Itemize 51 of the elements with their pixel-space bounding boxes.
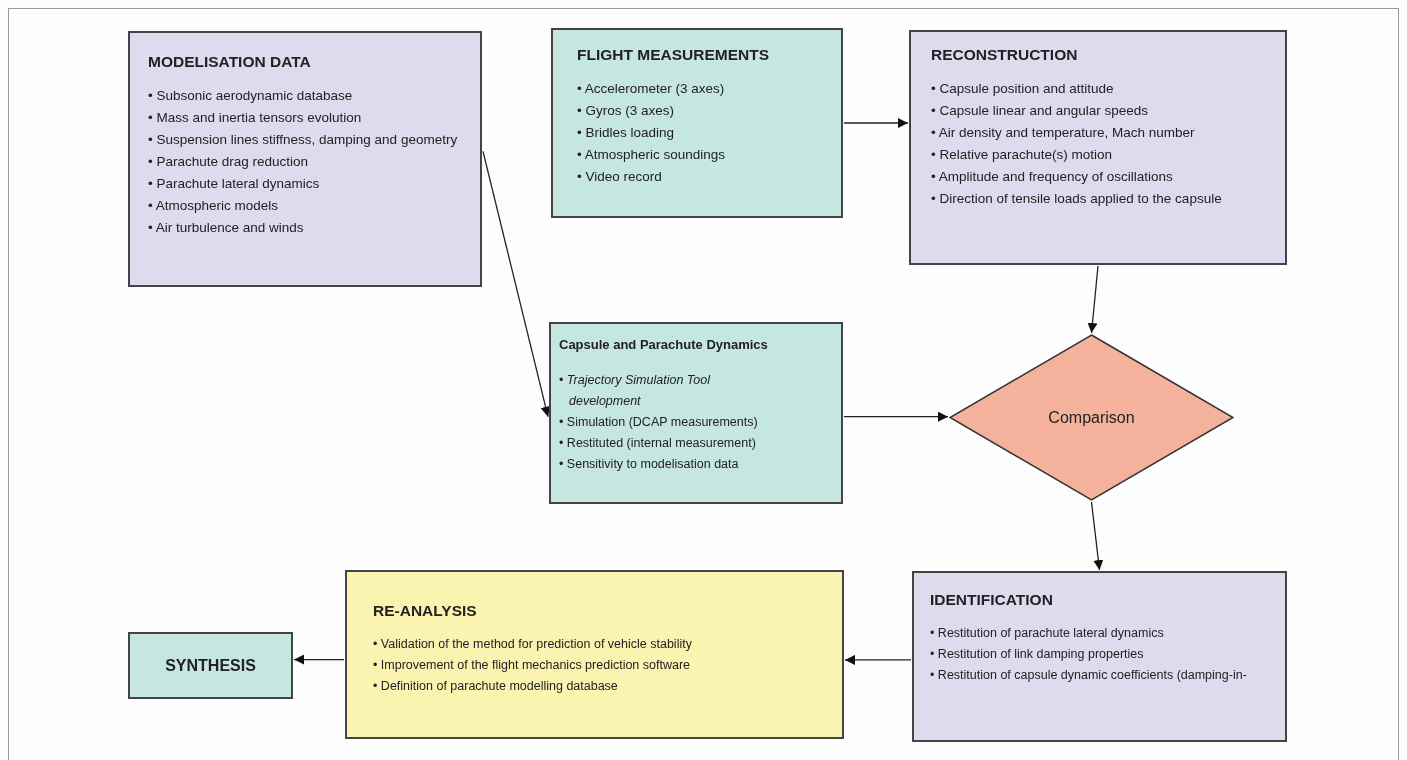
- bullet-item: • Bridles loading: [577, 124, 676, 142]
- bullet-item: • Restitution of link damping properties: [930, 646, 1145, 663]
- bullet-item: • Improvement of the flight mechanics prediction software: [373, 657, 692, 674]
- bullet-item: • Mass and inertia tensors evolution: [148, 109, 363, 127]
- bullet-item: • Validation of the method for prediction of vehicle stability: [373, 636, 693, 653]
- bullet-item: • Air turbulence and winds: [148, 219, 305, 237]
- bullet-item: • Accelerometer (3 axes): [577, 80, 726, 98]
- process-box: [549, 322, 843, 504]
- bullet-item: • Amplitude and frequency of oscillations: [931, 168, 1174, 186]
- arrow: [844, 654, 912, 665]
- process-box: [345, 570, 844, 739]
- bullet-item: • Simulation (DCAP measurements): [559, 414, 759, 431]
- bullet-item: • Definition of parachute modelling database: [373, 678, 619, 695]
- bullet-item: • Parachute lateral dynamics: [148, 175, 321, 193]
- bullet-item: • Restitution of capsule dynamic coefficients (damping-in-: [930, 667, 1248, 684]
- process-box: [128, 31, 482, 287]
- bullet-item: • Trajectory Simulation Tool development: [559, 372, 712, 410]
- arrow: [1090, 501, 1104, 571]
- bullet-item: • Subsonic aerodynamic database: [148, 87, 354, 105]
- bullet-item: • Capsule linear and angular speeds: [931, 102, 1150, 120]
- process-box: [909, 30, 1287, 265]
- decision-diamond: [949, 334, 1234, 501]
- arrow: [293, 654, 345, 665]
- process-box: [912, 571, 1287, 742]
- bullet-item: • Air density and temperature, Mach number: [931, 124, 1196, 142]
- box-heading: IDENTIFICATION: [930, 591, 1054, 609]
- process-box: [128, 632, 293, 699]
- bullet-item: • Atmospheric soundings: [577, 146, 727, 164]
- arrow: [482, 150, 551, 418]
- arrow: [843, 411, 949, 422]
- arrow: [843, 118, 909, 128]
- bullet-item: • Parachute drag reduction: [148, 153, 310, 171]
- process-box: [551, 28, 843, 218]
- box-heading: FLIGHT MEASUREMENTS: [577, 46, 771, 64]
- box-heading: RECONSTRUCTION: [931, 46, 1079, 64]
- bullet-item: • Capsule position and attitude: [931, 80, 1115, 98]
- box-heading: MODELISATION DATA: [148, 53, 312, 71]
- bullet-item: • Atmospheric models: [148, 197, 280, 215]
- bullet-item: • Relative parachute(s) motion: [931, 146, 1114, 164]
- bullet-item: • Suspension lines stiffness, damping and geometry: [148, 131, 459, 149]
- box-heading: Capsule and Parachute Dynamics: [559, 336, 769, 354]
- bullet-item: • Restituted (internal measurement): [559, 435, 757, 452]
- bullet-item: • Sensitivity to modelisation data: [559, 456, 740, 473]
- bullet-item: • Direction of tensile loads applied to the capsule: [931, 190, 1223, 208]
- bullet-item: • Gyros (3 axes): [577, 102, 675, 120]
- bullet-item: • Video record: [577, 168, 663, 186]
- box-heading: SYNTHESIS: [165, 656, 256, 675]
- decision-label: Comparison: [1048, 408, 1135, 427]
- arrow: [1087, 265, 1099, 334]
- box-heading: RE-ANALYSIS: [373, 602, 478, 620]
- bullet-item: • Restitution of parachute lateral dynamics: [930, 625, 1165, 642]
